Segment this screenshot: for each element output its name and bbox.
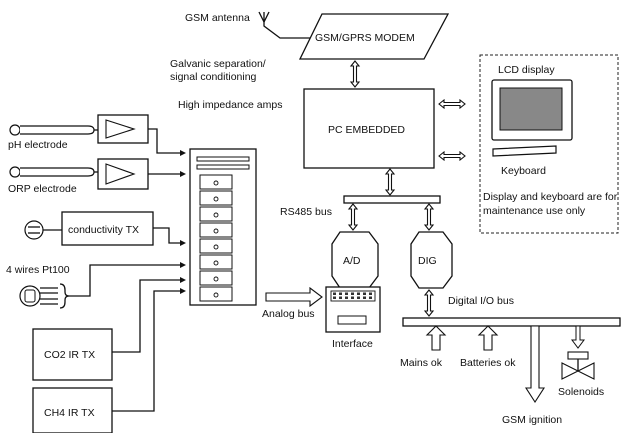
- interface-label: Interface: [332, 338, 373, 350]
- interface-connector-pins: [333, 292, 372, 299]
- interface-pin: [369, 296, 372, 299]
- rack-card-led: [213, 196, 219, 202]
- gsm-ignition-arrow: [524, 325, 546, 404]
- pc-keyboard-arrow: [438, 151, 466, 161]
- digital-io-bus-bar: [402, 317, 621, 327]
- conductivity-cell-icon: [24, 220, 62, 240]
- interface-pin: [345, 296, 348, 299]
- maintenance-note-line1: Display and keyboard are for: [483, 191, 618, 203]
- dig-module: DIG: [410, 231, 453, 289]
- dig-label: DIG: [418, 255, 437, 267]
- orp-electrode-label: ORP electrode: [8, 183, 77, 195]
- ch4-ir-tx-block: [32, 387, 113, 433]
- mains-ok-label: Mains ok: [400, 357, 443, 369]
- lcd-display-icon: [491, 79, 573, 141]
- ch4-ir-tx-label: CH4 IR TX: [44, 407, 95, 419]
- pt100-label: 4 wires Pt100: [6, 264, 70, 276]
- internal-bus-bar: [343, 195, 441, 204]
- interface-pin: [345, 292, 348, 295]
- signal-conditioning-rack: [189, 148, 257, 306]
- pc-bus-arrow: [385, 168, 395, 196]
- rs485-label: RS485 bus: [280, 206, 332, 218]
- batteries-ok-label: Batteries ok: [460, 357, 516, 369]
- interface-pin: [333, 292, 336, 295]
- maintenance-panel: [479, 54, 619, 234]
- dig-io-bus-arrow: [424, 289, 434, 317]
- batteries-ok-arrow: [477, 325, 499, 351]
- gsm-modem-block: GSM/GPRS MODEM: [298, 13, 450, 60]
- interface-pin: [369, 292, 372, 295]
- interface-pin: [363, 296, 366, 299]
- mains-ok-arrow: [425, 325, 447, 351]
- rack-card-led: [213, 228, 219, 234]
- high-impedance-label: High impedance amps: [178, 99, 282, 111]
- modem-label: GSM/GPRS MODEM: [315, 32, 415, 44]
- conductivity-tx-label: conductivity TX: [68, 224, 139, 236]
- analog-bus-arrow: [265, 286, 323, 308]
- ph-electrode-label: pH electrode: [8, 139, 68, 151]
- galvanic-label-line2: signal conditioning: [170, 71, 257, 83]
- rack-card-led: [213, 180, 219, 186]
- ph-electrode-icon: [9, 124, 95, 136]
- rack-card-led: [213, 260, 219, 266]
- keyboard-icon: [492, 145, 557, 157]
- pc-lcd-arrow: [438, 99, 466, 109]
- conductivity-tx-block: [61, 211, 154, 246]
- gsm-ignition-label: GSM ignition: [502, 414, 562, 426]
- solenoid-valve-icon: [561, 325, 595, 380]
- pc-embedded-label: PC EMBEDDED: [328, 124, 405, 136]
- galvanic-label-line1: Galvanic separation/: [170, 58, 266, 70]
- analog-bus-label: Analog bus: [262, 308, 315, 320]
- gsm-antenna-label: GSM antenna: [185, 12, 250, 24]
- pc-embedded-block: [303, 88, 435, 169]
- lcd-display-label: LCD display: [498, 64, 555, 76]
- ph-amplifier: [97, 114, 149, 144]
- orp-amplifier: [97, 158, 149, 190]
- interface-block: [325, 286, 381, 333]
- keyboard-label: Keyboard: [501, 165, 546, 177]
- rack-card-led: [213, 292, 219, 298]
- interface-pin: [357, 296, 360, 299]
- interface-pin: [351, 296, 354, 299]
- interface-pin: [351, 292, 354, 295]
- orp-electrode-icon: [9, 166, 95, 178]
- ad-label: A/D: [343, 255, 361, 267]
- co2-ir-tx-label: CO2 IR TX: [44, 349, 95, 361]
- interface-pin: [333, 296, 336, 299]
- antenna-icon: [258, 11, 316, 39]
- interface-pin: [363, 292, 366, 295]
- digital-io-label: Digital I/O bus: [448, 295, 514, 307]
- ad-module: A/D: [331, 231, 379, 289]
- interface-pin: [357, 292, 360, 295]
- interface-pin: [339, 292, 342, 295]
- modem-pc-bus-arrow: [350, 60, 360, 88]
- rack-card-slots: [199, 174, 233, 302]
- maintenance-note-line2: maintenance use only: [483, 205, 586, 217]
- bus-ad-arrow: [348, 203, 358, 231]
- rack-card-led: [213, 212, 219, 218]
- co2-ir-tx-block: [32, 328, 113, 381]
- interface-pin: [339, 296, 342, 299]
- rack-card-led: [213, 276, 219, 282]
- pt100-sensor-icon: [19, 283, 70, 309]
- rack-card-led: [213, 244, 219, 250]
- solenoids-label: Solenoids: [558, 386, 604, 398]
- bus-dig-arrow: [424, 203, 434, 231]
